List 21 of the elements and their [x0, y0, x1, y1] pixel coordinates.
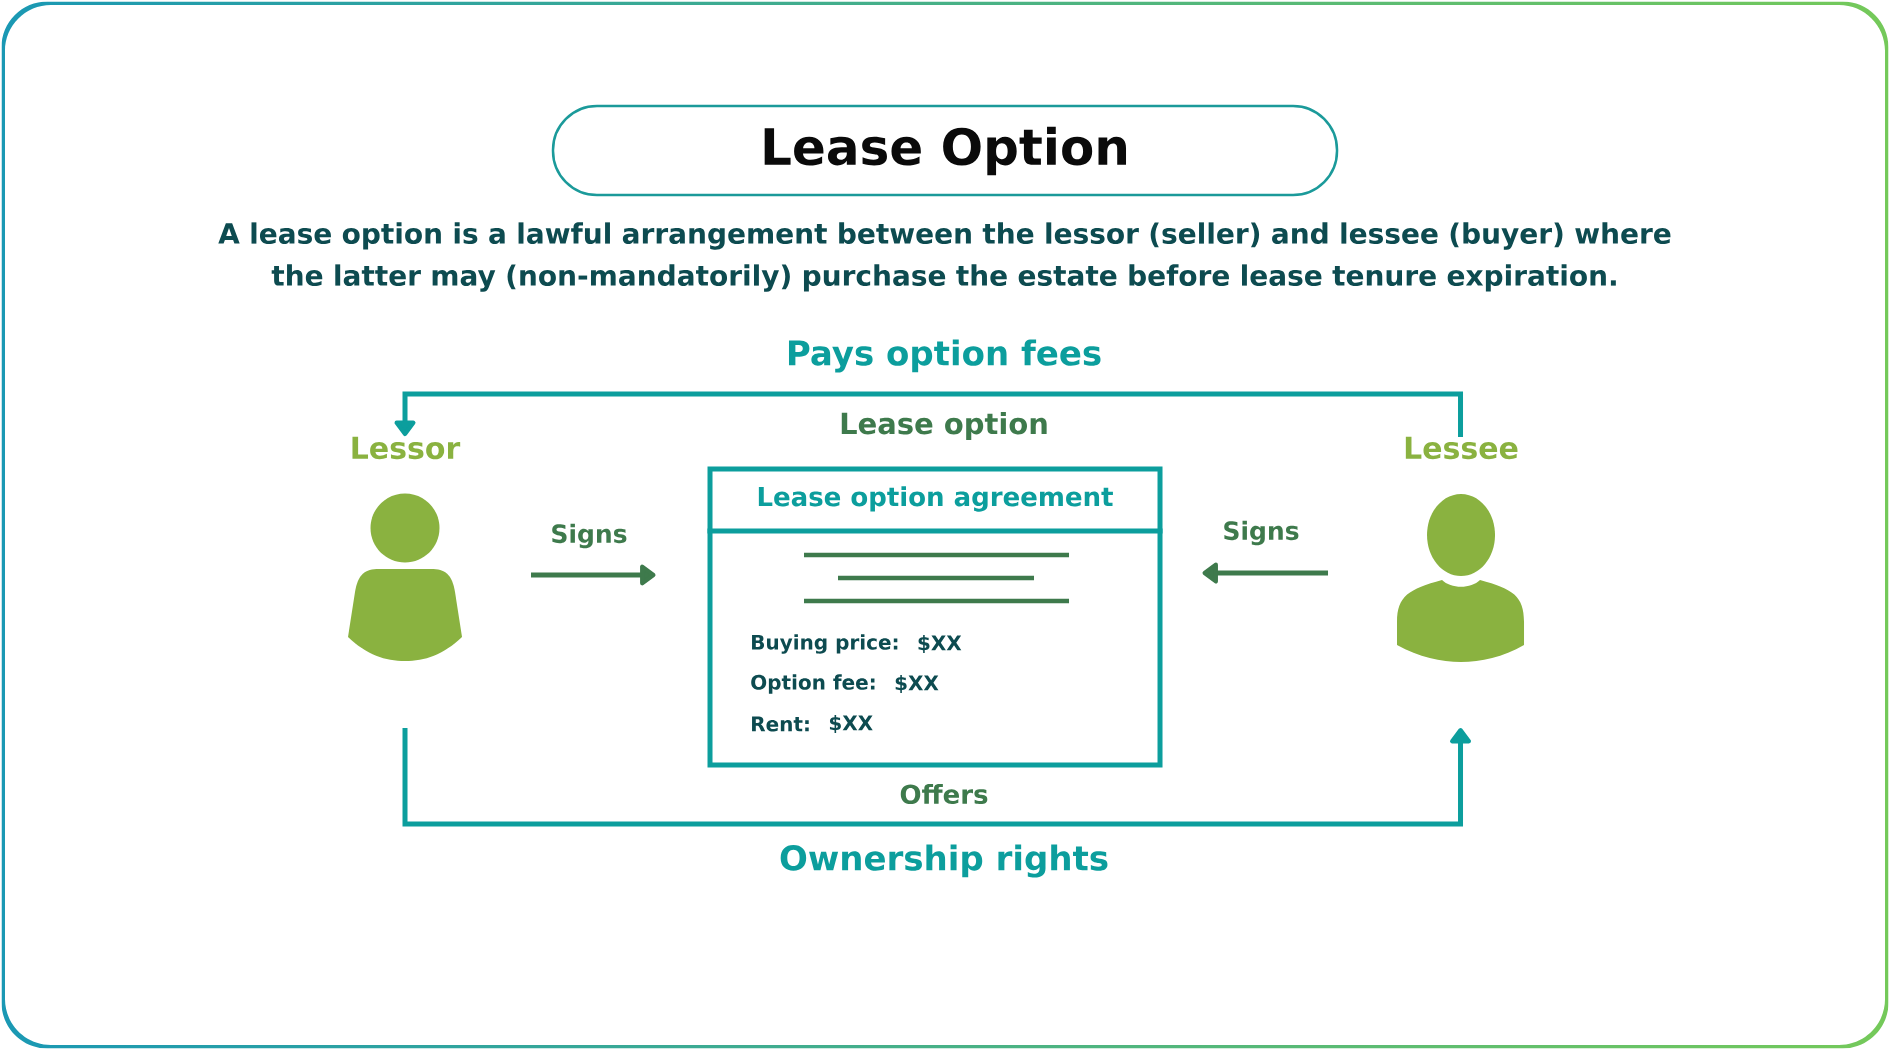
edge-label: Ownership rights: [780, 844, 1108, 878]
box-heading: Lease option agreement: [758, 486, 1113, 512]
edge-label: Signs: [552, 523, 627, 549]
edge-label: Pays option fees: [789, 339, 1101, 373]
description-text: A lease option is a lawful arrangement between the lessor (seller) and lessee (buyer) where the latter may (non-mandatorily) purchase the estate before lease tenure expiration.: [218, 222, 1671, 292]
arrow: [531, 564, 656, 586]
field-value: $XX: [829, 714, 873, 734]
role-heading: Lessor: [352, 436, 461, 460]
title-box: Lease Option: [551, 104, 1339, 197]
arrow: [394, 391, 1463, 437]
arrow: [402, 728, 1471, 827]
edge-label: Signs: [1224, 520, 1299, 546]
field-value: $XX: [918, 634, 962, 654]
role-heading: Lessee: [1405, 436, 1518, 460]
label-text: Lease option: [841, 411, 1047, 441]
arrow: [1202, 562, 1328, 584]
field-label: Rent:: [752, 716, 809, 732]
field-label: Option fee:: [751, 674, 875, 694]
field-value: $XX: [895, 674, 939, 694]
label-text: Offers: [900, 783, 988, 805]
field-label: Buying price:: [752, 634, 898, 654]
